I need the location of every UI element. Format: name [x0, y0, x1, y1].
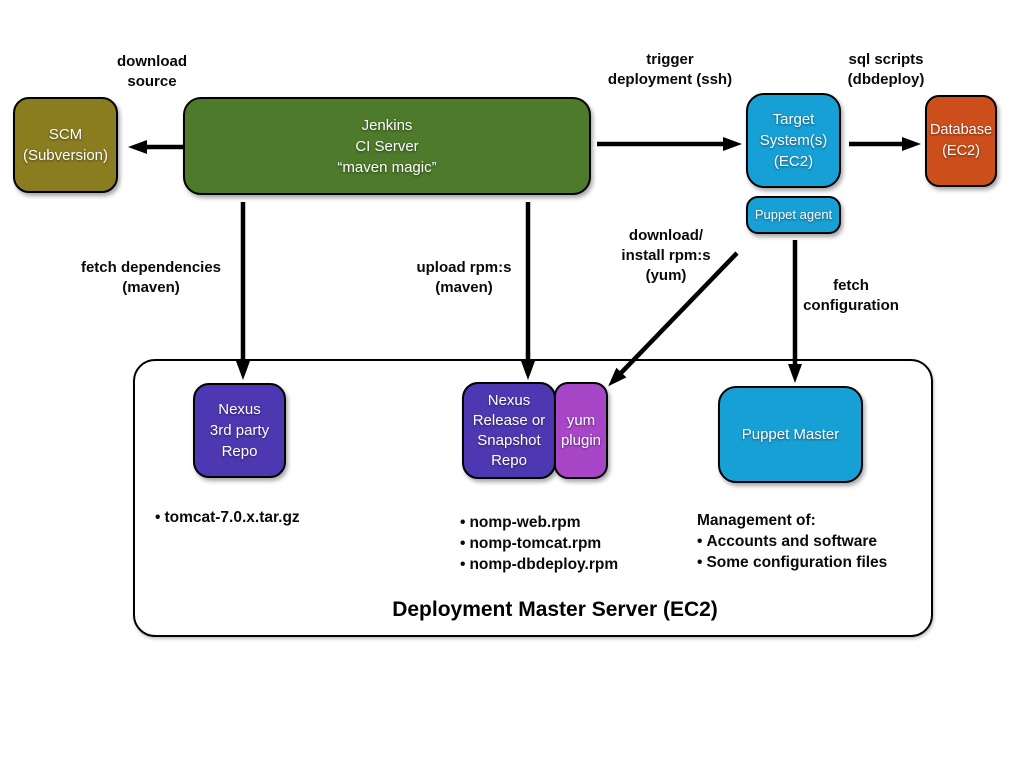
- edge-label-download-source: download source: [92, 52, 212, 92]
- yum-plugin-label-line1: yum: [566, 411, 596, 429]
- deployment-master-server-title: Deployment Master Server (EC2): [392, 598, 718, 621]
- target-system-label-line3: (EC2): [773, 153, 814, 170]
- nexus-release-artifact-list: nomp-web.rpm nomp-tomcat.rpm nomp-dbdepl…: [460, 512, 618, 575]
- edge-label-line: upload rpm:s: [416, 259, 512, 276]
- edge-label-fetch-dependencies: fetch dependencies (maven): [51, 258, 251, 298]
- artifact-item: tomcat-7.0.x.tar.gz: [155, 507, 299, 528]
- edge-label-download-install-rpms: download/ install rpm:s (yum): [596, 226, 736, 286]
- edge-label-line: install rpm:s: [621, 247, 711, 264]
- nexus-3rd-party-repo-node: Nexus 3rd party Repo: [193, 383, 286, 478]
- edge-label-line: (maven): [122, 279, 180, 296]
- artifact-item: nomp-dbdeploy.rpm: [460, 554, 618, 575]
- nexus-release-snapshot-repo-node: Nexus Release or Snapshot Repo: [462, 382, 556, 479]
- jenkins-label-line3: “maven magic”: [337, 158, 437, 176]
- yum-plugin-node: yum plugin: [554, 382, 608, 479]
- management-heading: Management of:: [697, 512, 816, 529]
- edge-label-line: sql scripts: [848, 51, 924, 68]
- database-node: Database (EC2): [925, 95, 997, 187]
- edge-label-upload-rpms: upload rpm:s (maven): [384, 258, 544, 298]
- edge-label-sql-scripts: sql scripts (dbdeploy): [816, 50, 956, 90]
- edge-label-line: fetch dependencies: [80, 259, 222, 276]
- target-system-label-line1: Target: [772, 111, 815, 128]
- target-system-node: Target System(s) (EC2): [746, 93, 841, 188]
- edge-label-line: (yum): [645, 267, 687, 284]
- nexus-3rd-party-label-line3: Repo: [221, 443, 258, 460]
- edge-label-line: deployment (ssh): [607, 71, 733, 88]
- edge-label-line: source: [127, 73, 177, 90]
- scm-label-line1: SCM: [48, 126, 83, 143]
- edge-label-trigger-deployment: trigger deployment (ssh): [572, 50, 768, 90]
- jenkins-node: Jenkins CI Server “maven magic”: [183, 97, 591, 195]
- scm-label-line2: (Subversion): [22, 147, 109, 164]
- database-label-line2: (EC2): [942, 143, 980, 159]
- puppet-master-node: Puppet Master: [718, 386, 863, 483]
- edge-label-line: trigger: [646, 51, 694, 68]
- edge-label-line: configuration: [803, 297, 899, 314]
- nexus-release-label-line4: Repo: [491, 451, 527, 469]
- edge-label-line: fetch: [833, 277, 869, 294]
- puppet-agent-node: Puppet agent: [746, 196, 841, 234]
- artifact-item: nomp-tomcat.rpm: [460, 533, 618, 554]
- jenkins-label-line1: Jenkins: [361, 116, 413, 134]
- management-item: Accounts and software: [697, 531, 887, 552]
- nexus-3rd-party-label-line2: 3rd party: [209, 422, 270, 439]
- puppet-agent-label: Puppet agent: [754, 207, 833, 222]
- nexus-3rd-party-label-line1: Nexus: [218, 401, 261, 418]
- nexus-release-label-line3: Snapshot: [477, 431, 541, 449]
- nexus-release-label-line2: Release or: [472, 411, 546, 429]
- yum-plugin-label-line2: plugin: [560, 431, 602, 449]
- edge-label-line: (dbdeploy): [847, 71, 925, 88]
- puppet-master-label: Puppet Master: [741, 426, 840, 443]
- nexus-3rd-party-artifact-list: tomcat-7.0.x.tar.gz: [155, 507, 299, 528]
- scm-node: SCM (Subversion): [13, 97, 118, 193]
- artifact-item: nomp-web.rpm: [460, 512, 618, 533]
- database-label-line1: Database: [929, 122, 993, 138]
- edge-label-line: (maven): [435, 279, 493, 296]
- edge-label-fetch-configuration: fetch configuration: [781, 276, 921, 316]
- edge-label-line: download/: [628, 227, 704, 244]
- jenkins-label-line2: CI Server: [355, 137, 419, 155]
- edge-label-line: download: [117, 53, 187, 70]
- nexus-release-label-line1: Nexus: [487, 391, 531, 409]
- target-system-label-line2: System(s): [759, 132, 828, 149]
- puppet-master-management-list: Management of: Accounts and software Som…: [697, 510, 887, 573]
- management-item: Some configuration files: [697, 552, 887, 573]
